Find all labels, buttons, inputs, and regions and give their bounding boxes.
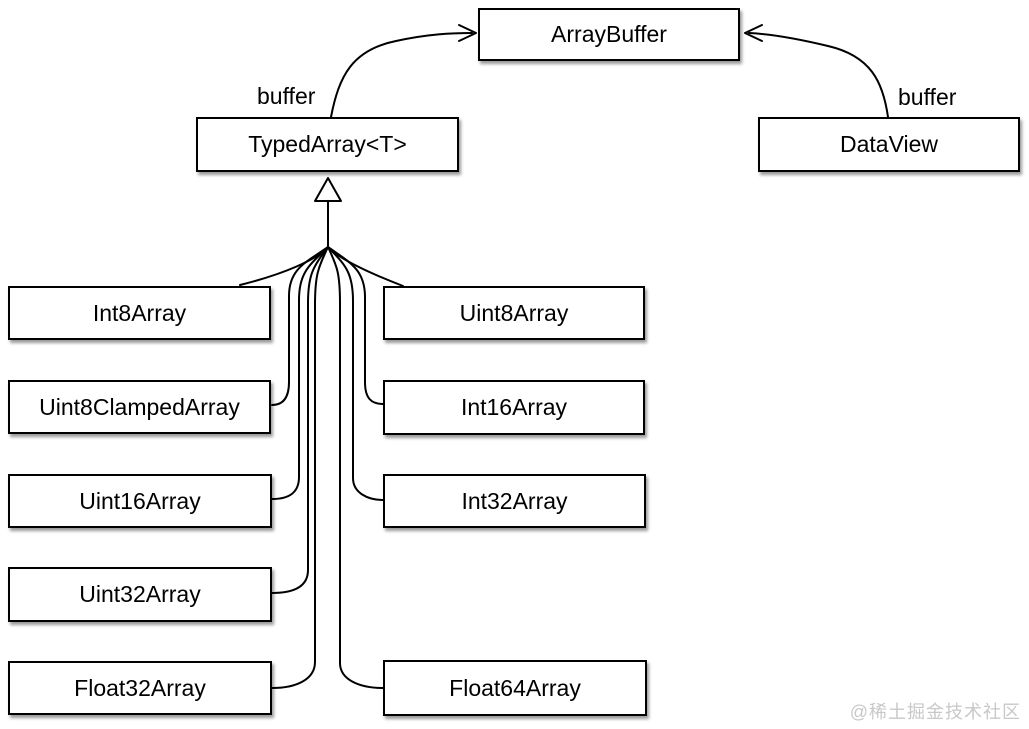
edge-int32array [327,246,384,501]
arrowhead-right-icon [744,24,763,42]
edge-dataview-arraybuffer [748,32,889,118]
edge-uint32array [271,246,329,594]
node-int16array: Int16Array [383,380,645,435]
edge-float32array [271,246,329,689]
edge-label-buffer-right: buffer [898,84,957,110]
node-int8array: Int8Array [8,286,271,340]
node-uint8clampedarray: Uint8ClampedArray [8,380,271,434]
node-float32array: Float32Array [8,661,272,715]
inheritance-triangle-icon [314,177,342,202]
arrowhead-left-icon [458,24,477,42]
edge-uint8clampedarray [271,246,329,406]
watermark: @稀土掘金技术社区 [849,702,1021,722]
node-arraybuffer: ArrayBuffer [478,8,740,61]
edge-typedarray-arraybuffer [330,32,473,118]
node-float64array: Float64Array [383,660,647,716]
node-dataview: DataView [758,117,1020,172]
node-uint16array: Uint16Array [8,474,272,528]
edge-uint8array [327,246,404,287]
edge-uint16array [271,246,329,500]
edge-label-buffer-left: buffer [257,83,316,109]
edge-float64array [327,246,384,689]
edge-int16array [327,246,384,405]
node-uint8array: Uint8Array [383,286,645,340]
node-uint32array: Uint32Array [8,567,272,622]
node-typedarray: TypedArray<T> [196,117,459,172]
node-int32array: Int32Array [383,474,646,528]
